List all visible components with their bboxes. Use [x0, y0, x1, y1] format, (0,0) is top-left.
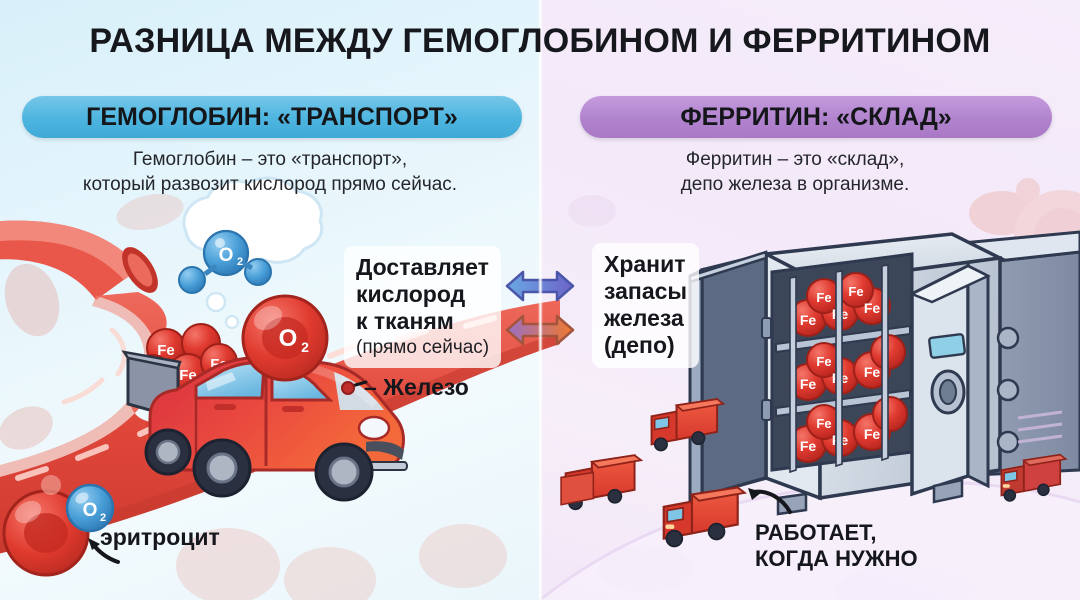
hemoglobin-caption: Гемоглобин – это «транспорт», который ра…: [14, 147, 526, 198]
ferritin-header-pill: ФЕРРИТИН: «СКЛАД»: [580, 96, 1052, 138]
hemoglobin-function-note: (прямо сейчас): [356, 336, 490, 358]
hemoglobin-function-line3: к тканям: [356, 307, 454, 334]
works-when-needed-line1: РАБОТАЕТ,: [755, 520, 877, 545]
erythrocyte-callout-label: эритроцит: [100, 524, 220, 550]
hemoglobin-caption-line1: Гемоглобин – это «транспорт»,: [132, 149, 408, 170]
iron-callout-label: – Железо: [364, 374, 469, 400]
hemoglobin-caption-line2: который развозит кислород прямо сейчас.: [82, 174, 458, 196]
ferritin-function-box: Хранит запасы железа (депо): [592, 243, 700, 368]
ferritin-function-note: (депо): [604, 331, 675, 358]
ferritin-function-line2: запасы: [604, 277, 688, 304]
ferritin-caption-line2: депо железа в организме.: [680, 174, 910, 196]
ferritin-caption: Ферритин – это «склад», депо железа в ор…: [560, 147, 1030, 198]
ferritin-header-label: ФЕРРИТИН: «СКЛАД»: [680, 102, 952, 131]
hemoglobin-header-label: ГЕМОГЛОБИН: «ТРАНСПОРТ»: [86, 102, 458, 131]
page-title: РАЗНИЦА МЕЖДУ ГЕМОГЛОБИНОМ И ФЕРРИТИНОМ: [89, 22, 991, 60]
hemoglobin-header-pill: ГЕМОГЛОБИН: «ТРАНСПОРТ»: [22, 96, 522, 138]
ferritin-caption-line1: Ферритин – это «склад»,: [685, 149, 905, 170]
works-when-needed-line2: КОГДА НУЖНО: [755, 545, 918, 571]
panel-divider: [538, 0, 543, 600]
ferritin-function-line1: Хранит: [604, 251, 686, 277]
hemoglobin-function-line1: Доставляет: [356, 254, 489, 280]
hemoglobin-function-box: Доставляет кислород к тканям (прямо сейч…: [344, 246, 502, 368]
hemoglobin-function-line2: кислород: [356, 280, 466, 307]
works-when-needed-label: РАБОТАЕТ, КОГДА НУЖНО: [755, 520, 918, 572]
ferritin-function-line3: железа: [604, 304, 684, 331]
